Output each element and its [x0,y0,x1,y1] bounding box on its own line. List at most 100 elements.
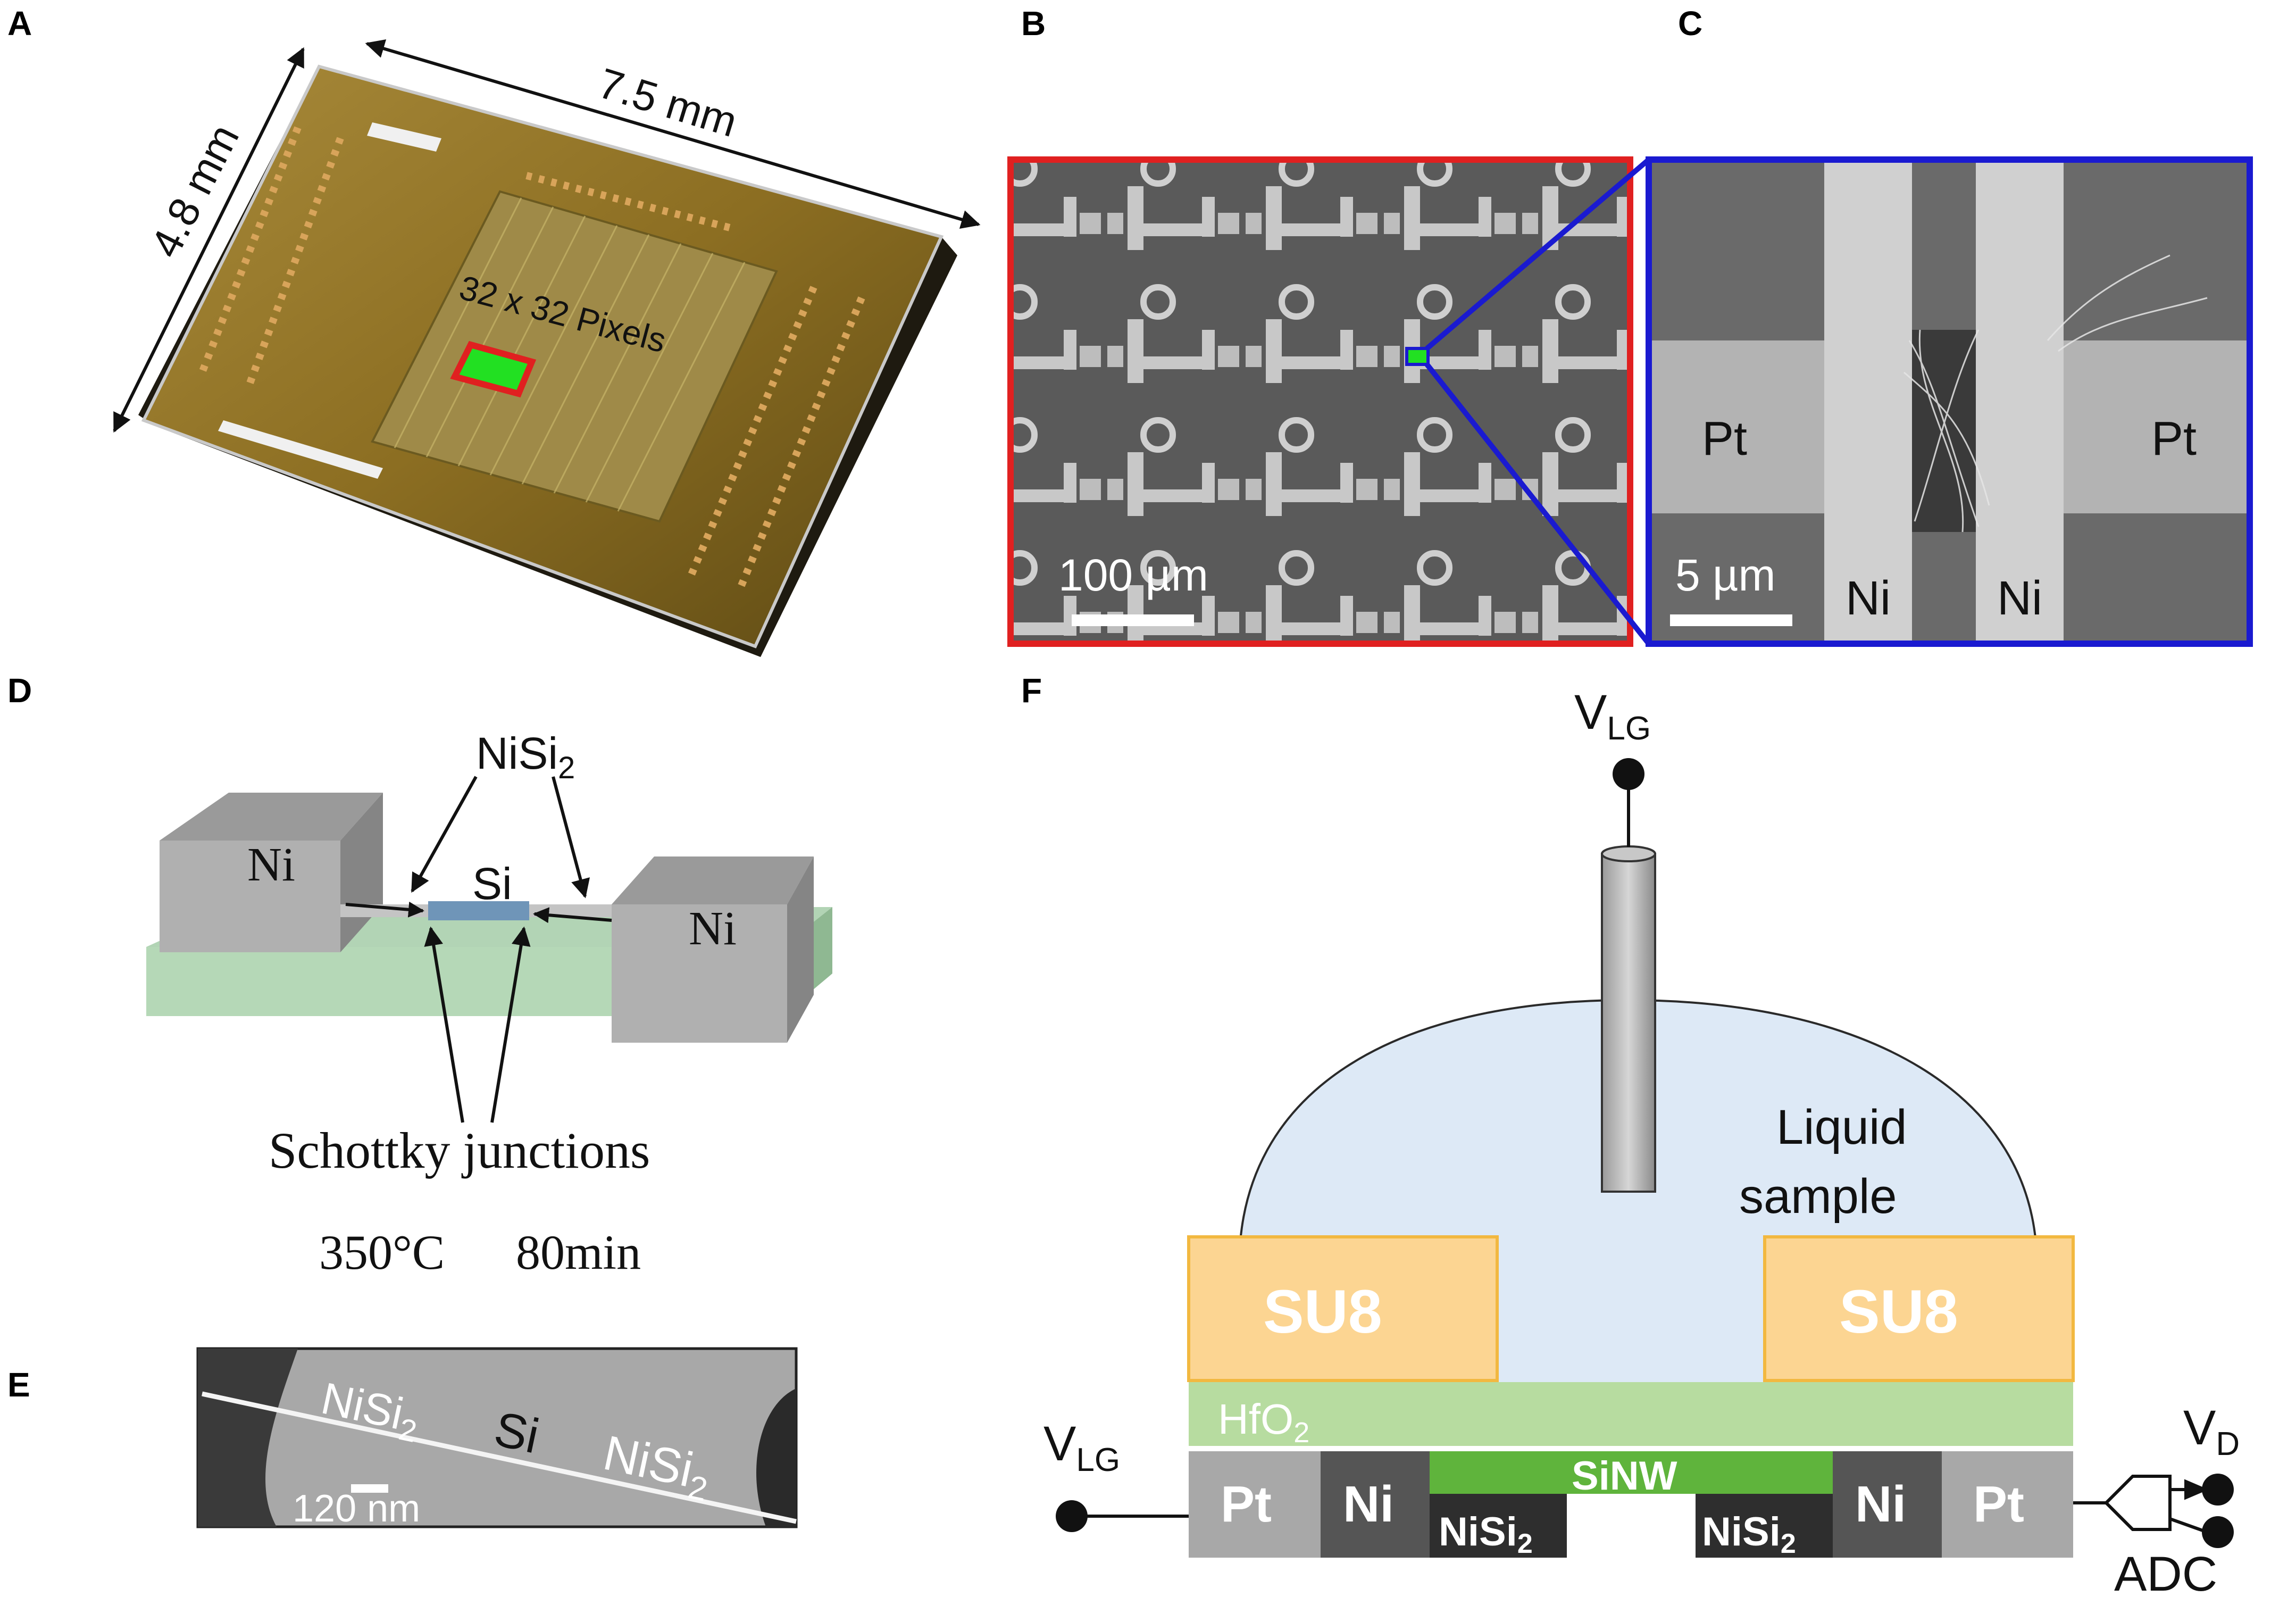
vlg-left-main: V [1043,1417,1076,1471]
schottky-label: Schottky junctions [269,1122,650,1179]
panel-letter-f: F [1021,671,1042,710]
chip-bright-edge-bottom [218,420,383,479]
ni-strip-left [1824,160,1912,644]
arrow-silicide-right [533,907,612,924]
arrow-nisi2-right [552,776,590,899]
scale-label-c: 5 µm [1675,550,1775,600]
pt-contact-left [1189,1451,1321,1558]
nisi2-label-right-f: NiSi2 [1702,1509,1796,1559]
sem-array-image [1011,160,1630,644]
panel-letter-d: D [7,671,32,710]
time-label: 80min [516,1225,641,1279]
scale-label-e: 120 nm [293,1487,420,1530]
ni-contact-left [1321,1451,1430,1558]
nisi2-label-left-f: NiSi2 [1439,1509,1533,1559]
pt-label-right-f: Pt [1973,1476,2024,1533]
vlg-left-sub: LG [1076,1442,1120,1478]
tem-dark-left [198,1349,298,1527]
tem-dark-right [756,1388,796,1527]
sinw-label: SiNW [1572,1453,1677,1499]
panel-d: D Ni Ni Si NiSi2 Schottky junctions 350°… [7,671,832,1279]
hfo2-sub: 2 [1293,1417,1309,1449]
pt-contact-right [1942,1451,2073,1558]
scale-bar-b [1072,614,1194,626]
nanowire-fibers [1903,254,2208,533]
su8-label-left: SU8 [1263,1278,1382,1346]
tem-image [196,1347,798,1528]
su8-label-right: SU8 [1839,1278,1958,1346]
vd-label: VD [2183,1401,2240,1462]
arrow-nisi2-left [411,776,478,893]
panel-letter-c: C [1678,4,1702,43]
pt-electrode-left [1649,340,1824,513]
adc-label: ADC [2114,1547,2217,1601]
pt-label-right: Pt [2151,412,2197,465]
si-label-d: Si [472,859,512,909]
nisi2-left-main-f: NiSi [1439,1509,1517,1554]
drain-terminal-top [2202,1474,2234,1506]
panel-letter-e: E [7,1366,30,1404]
pt-label-left-f: Pt [1221,1476,1272,1533]
panel-e: E NiSi2 Si NiSi2 120 nm [7,1347,798,1530]
su8-block-right [1763,1235,2075,1382]
red-selection-box [450,340,537,398]
gate-terminal-top [1613,758,1644,790]
height-arrow [113,47,305,433]
silicon-wire [428,901,529,920]
chip-pixel-array [371,190,778,523]
green-zoom-marker [1405,347,1430,366]
vd-main: V [2183,1401,2216,1455]
nisi2-label-d: NiSi2 [476,728,575,785]
ni-block-right-top [612,856,814,904]
zoom-lines [1425,157,1651,646]
hfo2-main: HfO [1218,1395,1293,1443]
nisi2-right-sub-f: 2 [1781,1528,1796,1559]
panel-c: C Pt Pt Ni Ni 5 µm [1646,4,2253,647]
arrow-junction-left [424,926,464,1123]
ni-label-right-f: Ni [1855,1476,1906,1533]
ni-contact-right [1833,1451,1942,1558]
arrow-silicide-left [345,901,424,918]
panel-b: B 100 µm [1007,4,1633,647]
ni-block-right-side [787,856,814,1043]
sem-zoom-frame [1646,156,2253,647]
width-arrow [365,39,981,229]
nisi2-block-right [1696,1494,1833,1558]
panel-letter-b: B [1021,4,1046,43]
vd-sub: D [2216,1426,2240,1462]
nisi2-right-main-f: NiSi [1702,1509,1781,1554]
liquid-label-line2: sample [1739,1169,1897,1224]
nisi2-main-d: NiSi [476,728,558,778]
panel-a: A 32 x 32 Pixels 7.5 mm 4.8 [7,4,981,657]
panel-f: F VLG Liquid sample SU8 SU8 HfO2 Pt Ni S… [1021,671,2240,1601]
ni-strip-right [1976,160,2064,644]
ni-label-right-d: Ni [689,902,737,955]
pt-electrode-right [2064,340,2250,513]
ni-label-left: Ni [1846,572,1891,625]
gate-electrode-top [1601,845,1656,862]
nisi2-left-sub-f: 2 [1517,1528,1533,1559]
ni-label-left-f: Ni [1343,1476,1394,1533]
scale-label-b: 100 µm [1058,550,1208,600]
ni-block-right-front [612,904,787,1043]
arrow-junction-right [490,926,531,1123]
sem-array-frame [1007,156,1633,647]
sinw-channel [1430,1451,1833,1494]
vlg-top-main: V [1574,685,1607,739]
ni-label-right: Ni [1997,572,2042,625]
chip-pixel-lines [394,197,746,512]
hfo2-label: HfO2 [1218,1395,1309,1449]
scale-bar-c [1670,614,1792,626]
su8-block-left [1187,1235,1499,1382]
drain-terminal-bottom [2202,1516,2234,1548]
adc-symbol [2073,1475,2209,1534]
vlg-top-label: VLG [1574,685,1651,747]
nisi2-block-left [1430,1494,1567,1558]
ni-block-left-top [160,793,383,841]
gate-electrode-tube [1601,853,1656,1193]
nisi2-sub-d: 2 [558,751,575,785]
vlg-left-label: VLG [1043,1417,1120,1478]
pt-label-left: Pt [1702,412,1747,465]
liquid-label-line1: Liquid [1776,1100,1907,1154]
